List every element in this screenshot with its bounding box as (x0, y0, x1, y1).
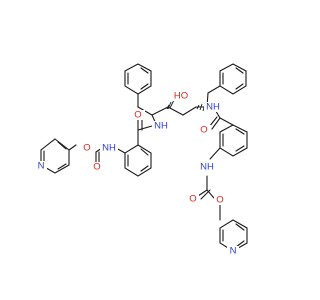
bond-lines (40, 63, 248, 252)
oxygen-label: O (216, 195, 223, 206)
amine-label: NH (102, 143, 116, 154)
oxygen-label: O (83, 143, 90, 154)
oxygen-label: O (134, 110, 141, 121)
oxygen-label: O (200, 125, 207, 136)
pyridine-nitrogen-label: N (230, 246, 237, 257)
hashed-bond (196, 103, 206, 112)
oxygen-label: O (93, 162, 100, 173)
amine-label: NH (154, 121, 168, 132)
pyridine-nitrogen-label: N (38, 161, 45, 172)
atom-labels: O HO NH NH O NH O O N NH O O N (35, 91, 239, 257)
molecule-diagram: O HO NH NH O NH O O N NH O O N (35, 63, 248, 257)
amine-label: NH (206, 102, 220, 113)
oxygen-label: O (189, 194, 196, 205)
hydroxyl-label: HO (174, 91, 188, 102)
hashed-bond (166, 99, 175, 110)
amine-label: NH (200, 162, 214, 173)
